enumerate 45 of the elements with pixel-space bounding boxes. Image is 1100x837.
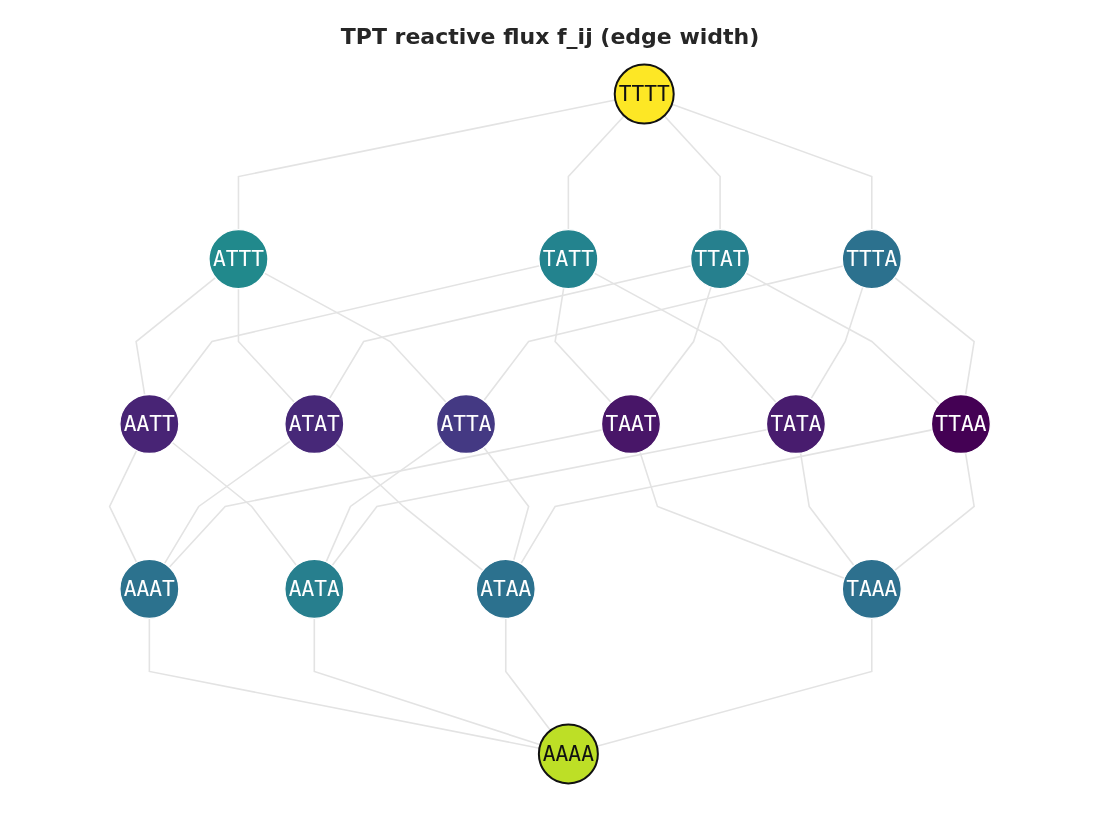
state-circle: TTTT <box>613 63 675 125</box>
state-circle: AATA <box>284 558 345 620</box>
connector <box>325 440 443 563</box>
connector <box>593 272 777 404</box>
state-circle: AAAA <box>537 723 599 785</box>
state-circle: TTAT <box>689 228 751 290</box>
connector <box>331 428 768 567</box>
connector <box>166 264 541 402</box>
state-circle: TTAA <box>930 393 992 455</box>
state-circle: ATAT <box>284 393 345 455</box>
connector <box>168 429 603 569</box>
connector <box>671 103 873 231</box>
connector <box>263 272 447 404</box>
state-circle: TTTA <box>841 228 902 290</box>
connector <box>313 617 542 746</box>
connector <box>554 287 612 404</box>
connector <box>648 286 712 402</box>
connector <box>108 449 138 564</box>
connector <box>335 443 484 572</box>
connector <box>596 617 873 747</box>
connector <box>567 115 626 231</box>
state-circle: TAAA <box>841 558 902 620</box>
connector <box>810 286 864 400</box>
connector <box>639 451 846 580</box>
state-circle: ATTA <box>435 393 497 455</box>
state-circle: TATA <box>765 393 827 455</box>
connector <box>504 617 552 732</box>
connector <box>663 115 721 231</box>
connector <box>483 446 530 562</box>
state-circle: ATTT <box>208 228 269 290</box>
connector <box>520 429 933 565</box>
state-circle: ATAA <box>475 558 536 620</box>
connector <box>237 287 296 404</box>
connector <box>745 272 941 405</box>
state-circle: AATT <box>119 393 180 455</box>
state-circle: AAAT <box>119 558 180 620</box>
connector <box>483 265 844 402</box>
connector <box>148 617 541 749</box>
diagram-title: TPT reactive flux f_ij (edge width) <box>339 23 761 51</box>
connector <box>893 276 975 396</box>
state-circle: TAAT <box>600 393 662 455</box>
connector <box>799 452 855 567</box>
state-circle: TATT <box>538 228 599 290</box>
connector <box>893 452 975 572</box>
connector <box>135 276 217 396</box>
